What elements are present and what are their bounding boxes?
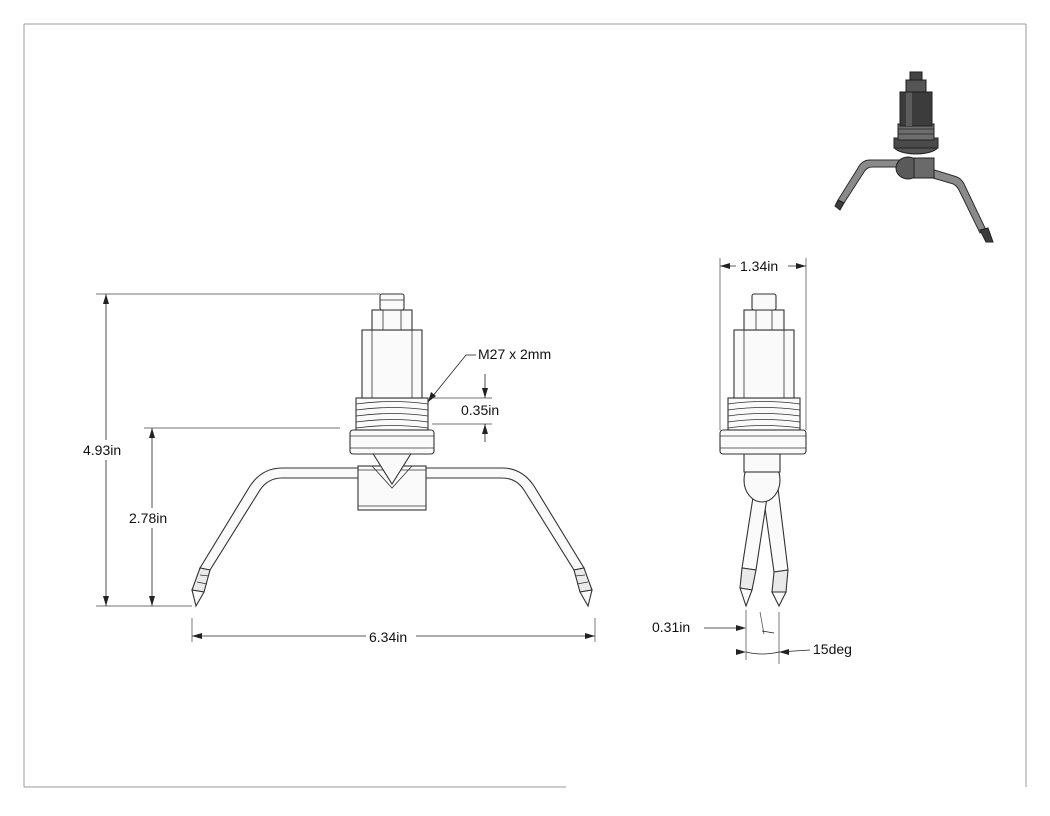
left-arm-tube <box>199 467 361 571</box>
sheet-border <box>23 23 1027 788</box>
right-arm-tube <box>424 467 585 571</box>
thread-section <box>355 397 429 431</box>
nozzle-angle-label: 15deg <box>813 641 852 657</box>
flange-ring <box>349 429 435 455</box>
left-nozzle <box>191 567 211 608</box>
stud <box>379 293 405 311</box>
right-nozzle <box>573 567 593 608</box>
iso-body <box>899 91 933 127</box>
thread-length-label: 0.35in <box>461 402 499 418</box>
body-cylinder <box>361 329 423 399</box>
iso-right-arm <box>925 167 987 234</box>
arm-height-label: 2.78in <box>129 510 167 526</box>
nozzle-spacing-label: 0.31in <box>652 619 690 635</box>
body-width-label: 1.34in <box>740 258 778 274</box>
thread-spec-label: M27 x 2mm <box>478 346 551 362</box>
overall-width-label: 6.34in <box>369 629 407 645</box>
side-body <box>733 329 795 399</box>
side-view <box>719 293 807 608</box>
side-dimensions: 1.34in 0.31in 15deg <box>652 257 852 664</box>
iso-left-arm <box>837 159 905 204</box>
side-flange <box>719 429 807 455</box>
overall-height-label: 4.93in <box>83 442 121 458</box>
front-dimensions: 4.93in 2.78in 6.34in M27 x 2mm 0.35in <box>80 293 596 646</box>
hex-nut <box>371 309 413 331</box>
front-view <box>191 293 593 608</box>
isometric-view <box>834 71 994 243</box>
